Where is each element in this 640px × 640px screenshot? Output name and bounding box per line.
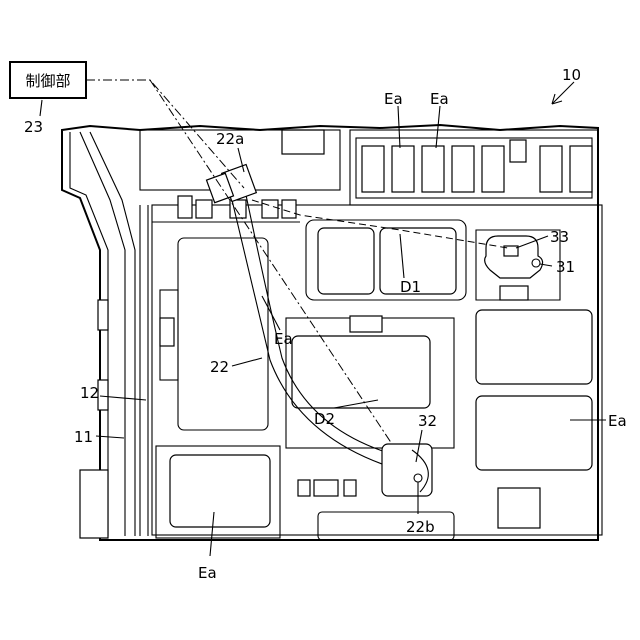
label-10: 10 — [562, 66, 581, 84]
label-12: 12 — [80, 384, 99, 402]
right-relays — [476, 310, 592, 528]
label-d1: D1 — [400, 278, 421, 296]
label-d2: D2 — [314, 410, 335, 428]
label-ea-bottom: Ea — [198, 564, 217, 582]
label-23: 23 — [24, 118, 43, 136]
control-unit-box: 制御部 — [10, 62, 86, 98]
relay-d1 — [306, 220, 466, 300]
connector-22b — [382, 444, 432, 496]
label-31: 31 — [556, 258, 575, 276]
control-unit-label: 制御部 — [25, 72, 70, 90]
label-ea-top-1: Ea — [384, 90, 403, 108]
label-ea-top-2: Ea — [430, 90, 449, 108]
label-22b: 22b — [406, 518, 435, 536]
label-11: 11 — [74, 428, 93, 446]
label-22a: 22a — [216, 130, 244, 148]
label-22: 22 — [210, 358, 229, 376]
label-32: 32 — [418, 412, 437, 430]
left-module — [160, 238, 268, 430]
label-ea-right: Ea — [608, 412, 627, 430]
label-ea-mid: Ea — [274, 330, 293, 348]
label-33: 33 — [550, 228, 569, 246]
